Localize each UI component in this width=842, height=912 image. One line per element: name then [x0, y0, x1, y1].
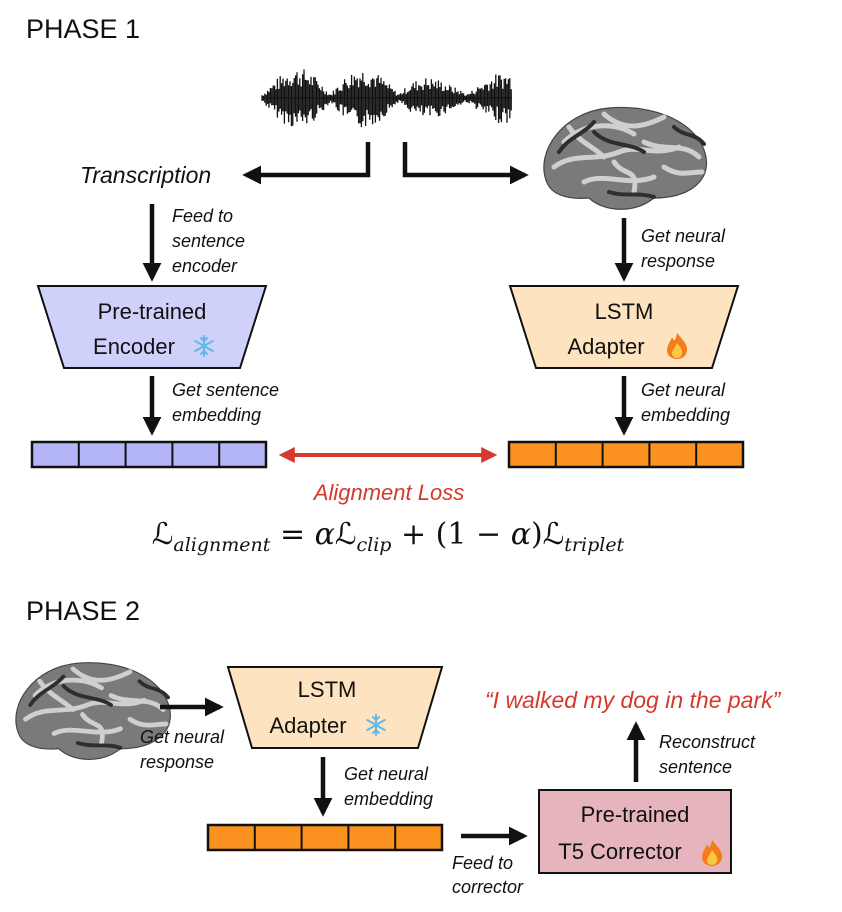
transcription-label: Transcription — [80, 162, 211, 188]
phase1-title: PHASE 1 — [26, 14, 140, 44]
corrector-box — [538, 789, 732, 874]
adapter1-line1: LSTM — [595, 299, 654, 324]
corrector-line1: Pre-trained — [581, 802, 690, 827]
feed-corrector-label: Feed to corrector — [452, 853, 524, 897]
encoder-line2: Encoder — [93, 334, 175, 359]
alignment-equation: ℒalignment = αℒclip + (1 − α)ℒtriplet — [152, 517, 625, 556]
reconstruct-label: Reconstruct sentence — [659, 732, 760, 777]
output-sentence: “I walked my dog in the park” — [485, 687, 782, 713]
adapter1-line2: Adapter — [567, 334, 644, 359]
phase2-get-neural-emb-label: Get neural embedding — [344, 764, 433, 809]
audio-waveform-icon — [261, 69, 512, 128]
encoder-box — [36, 285, 268, 369]
brain-icon — [544, 107, 707, 209]
phase2-get-response-label: Get neural response — [140, 727, 229, 772]
get-response-label: Get neural response — [641, 226, 730, 271]
arrow-to-transcription — [242, 142, 371, 185]
get-neural-emb-label: Get neural embedding — [641, 380, 730, 425]
adapter2-line1: LSTM — [298, 677, 357, 702]
phase2-title: PHASE 2 — [26, 596, 140, 626]
alignment-loss-label: Alignment Loss — [312, 480, 464, 505]
adapter-box-phase2 — [226, 666, 444, 749]
arrow-to-brain — [402, 142, 529, 185]
sentence-embedding-bar — [30, 440, 268, 469]
get-sentence-emb-label: Get sentence embedding — [172, 380, 284, 425]
phase2-neural-embedding-bar — [206, 823, 444, 852]
neural-embedding-bar — [507, 440, 745, 469]
adapter2-line2: Adapter — [269, 713, 346, 738]
corrector-line2: T5 Corrector — [558, 839, 681, 864]
encoder-line1: Pre-trained — [98, 299, 207, 324]
feed-encoder-label: Feed to sentence encoder — [172, 206, 250, 276]
